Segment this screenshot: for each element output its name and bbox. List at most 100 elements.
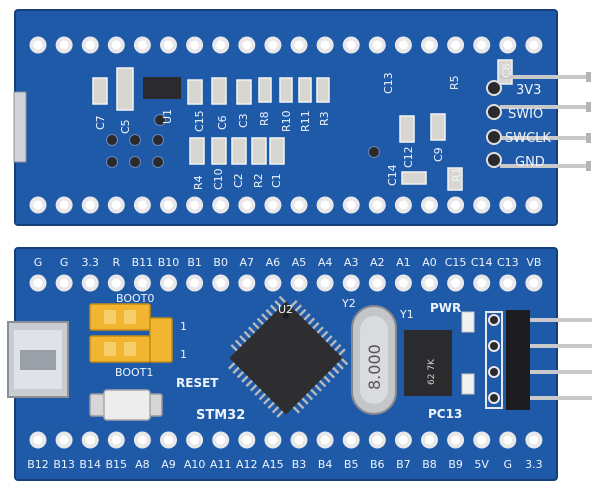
- label-stm32: STM32: [196, 408, 245, 423]
- boot-jumpers: [89, 303, 173, 363]
- front-top-pin-row: [29, 274, 543, 292]
- bottom-pin-label: A12: [236, 458, 258, 471]
- front-top-pin-hole: [137, 278, 147, 288]
- back-top-pin-row: [29, 36, 543, 54]
- swd-header: [485, 310, 592, 410]
- back-bottom-pin-hole: [85, 200, 95, 210]
- back-bottom-pin-hole: [268, 200, 278, 210]
- front-top-pin-hole: [111, 278, 121, 288]
- bottom-pin-label: B6: [370, 458, 385, 471]
- label-y1: Y1: [399, 308, 414, 321]
- front-bottom-pin-hole: [425, 435, 434, 445]
- label-r8: R8: [258, 111, 271, 126]
- label-r11: R11: [299, 110, 312, 132]
- back-bottom-pin-row: [29, 196, 543, 214]
- front-top-pin-hole: [346, 278, 356, 288]
- via: [129, 134, 141, 146]
- bottom-pin-label: B9: [448, 458, 463, 471]
- label-c15: C15: [193, 110, 206, 132]
- label-c7: C7: [94, 115, 107, 130]
- back-bottom-pin-hole: [111, 200, 121, 210]
- front-bottom-pin-hole: [242, 435, 252, 445]
- micro-usb-connector: [7, 321, 69, 398]
- crystal-8mhz: [351, 305, 397, 415]
- front-top-pin-hole: [529, 278, 539, 288]
- via: [129, 156, 141, 168]
- front-bottom-pin-hole: [137, 435, 147, 445]
- front-bottom-pin-hole: [451, 435, 461, 445]
- label-c9: C9: [432, 147, 445, 162]
- back-bottom-pin-hole: [503, 200, 513, 210]
- back-top-pin-hole: [425, 40, 434, 50]
- label-c2: C2: [232, 173, 245, 188]
- bottom-pin-label: A9: [161, 458, 176, 471]
- label-r5: R5: [448, 75, 461, 90]
- back-top-pin-hole: [503, 40, 513, 50]
- front-top-pin-hole: [503, 278, 513, 288]
- back-bottom-pin-hole: [529, 200, 539, 210]
- front-top-pin-hole: [320, 278, 330, 288]
- bottom-pin-label: A8: [135, 458, 150, 471]
- bottom-pin-label: B3: [292, 458, 307, 471]
- top-pin-label: A7: [240, 256, 255, 269]
- label-y2: Y2: [341, 297, 356, 310]
- label-3v3: 3V3: [516, 83, 541, 98]
- reset-button[interactable]: [89, 389, 163, 421]
- label-swclk: SWCLK: [505, 131, 551, 146]
- front-bottom-pin-hole: [111, 435, 121, 445]
- back-top-pin-hole: [164, 40, 173, 50]
- back-board: 3V3 SWIO SWCLK GND C7 C5 U1 C15 C6 C3 C1…: [13, 9, 591, 226]
- front-top-pin-hole: [477, 278, 487, 288]
- label-r1: R1: [450, 167, 463, 182]
- top-pin-label: VB: [526, 256, 541, 269]
- back-top-pin-hole: [372, 40, 382, 50]
- top-pin-label: A4: [318, 256, 333, 269]
- label-r2: R2: [252, 173, 265, 188]
- front-bottom-pin-hole: [398, 435, 408, 445]
- label-r3: R3: [318, 111, 331, 126]
- front-top-pin-hole: [268, 278, 278, 288]
- bottom-pin-label: B4: [318, 458, 333, 471]
- label-r10: R10: [280, 110, 293, 132]
- label-boot1: BOOT1: [115, 366, 153, 379]
- back-top-pin-hole: [137, 40, 147, 50]
- via: [106, 156, 118, 168]
- bottom-pin-label: A10: [184, 458, 206, 471]
- top-pin-label: G: [34, 256, 43, 269]
- front-bottom-pin-row: [29, 431, 543, 449]
- back-bottom-pin-hole: [398, 200, 408, 210]
- top-pin-label: A1: [396, 256, 411, 269]
- top-pin-label: B11: [132, 256, 154, 269]
- label-c8: C8: [500, 63, 513, 78]
- front-top-pin-hole: [216, 278, 226, 288]
- bottom-pin-label: B8: [422, 458, 437, 471]
- front-top-pin-hole: [33, 278, 43, 288]
- front-bottom-pin-hole: [164, 435, 173, 445]
- label-c6: C6: [216, 115, 229, 130]
- back-bottom-pin-hole: [164, 200, 173, 210]
- via: [106, 134, 118, 146]
- top-pin-label: C13: [497, 256, 519, 269]
- top-pin-label: A0: [422, 256, 437, 269]
- back-top-pin-hole: [190, 40, 200, 50]
- back-vias: [106, 114, 380, 168]
- back-bottom-pin-hole: [477, 200, 487, 210]
- front-bottom-pin-hole: [59, 435, 69, 445]
- bottom-pin-label: G: [504, 458, 513, 471]
- back-bottom-pin-hole: [216, 200, 226, 210]
- top-pin-label: C14: [471, 256, 493, 269]
- label-jumper-1a: 1: [180, 320, 187, 333]
- label-c14: C14: [386, 164, 399, 186]
- back-smd-components: [92, 59, 513, 191]
- top-pin-label: A5: [292, 256, 307, 269]
- top-pin-label: B0: [213, 256, 228, 269]
- label-gnd: GND: [515, 155, 545, 170]
- front-bottom-pin-hole: [320, 435, 330, 445]
- label-u1: U1: [161, 109, 174, 124]
- back-bottom-pin-hole: [190, 200, 200, 210]
- back-usb-notch: [13, 91, 27, 163]
- top-pin-label: A2: [370, 256, 385, 269]
- front-bottom-pin-hole: [294, 435, 304, 445]
- back-u1-chip: [143, 77, 181, 99]
